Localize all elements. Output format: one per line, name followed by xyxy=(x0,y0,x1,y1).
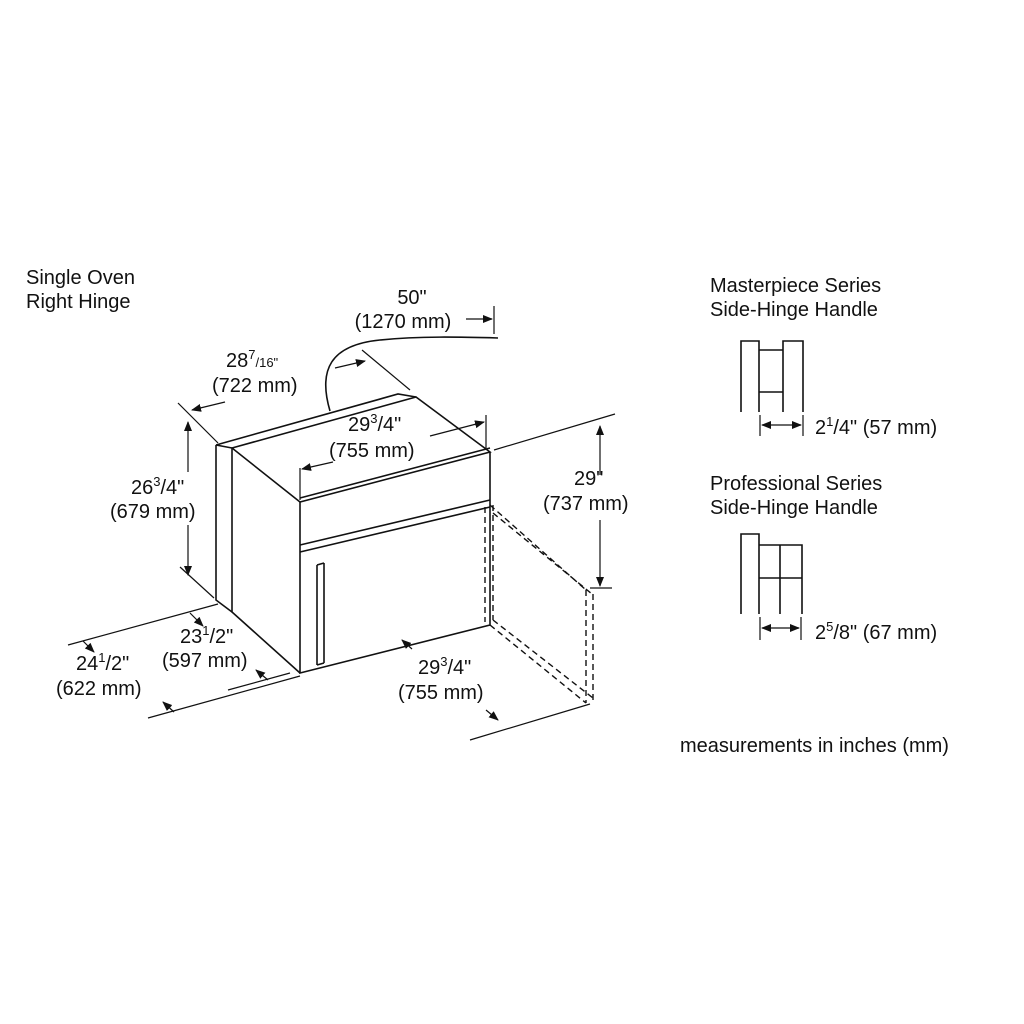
width-top-mm: (755 mm) xyxy=(329,440,415,462)
cord-length-in: 50" xyxy=(397,287,426,309)
depth-outer-in: 241/2" xyxy=(76,650,129,675)
height-right-in: 29" xyxy=(574,468,603,490)
diagram-title-line1: Single Oven xyxy=(26,267,135,289)
masterpiece-title-line2: Side-Hinge Handle xyxy=(710,299,878,321)
width-bottom-in: 293/4" xyxy=(418,654,471,679)
width-top-in: 293/4" xyxy=(348,411,401,436)
height-right-mm: (737 mm) xyxy=(543,493,629,515)
depth-outer-mm: (622 mm) xyxy=(56,678,142,700)
masterpiece-title-line1: Masterpiece Series xyxy=(710,275,881,297)
cord-length-mm: (1270 mm) xyxy=(355,311,452,333)
depth-top-mm: (722 mm) xyxy=(212,375,298,397)
professional-title-line1: Professional Series xyxy=(710,473,882,495)
oven-drawing xyxy=(215,336,594,704)
professional-handle-drawing xyxy=(740,533,803,640)
professional-handle-dimension: 25/8" (67 mm) xyxy=(815,619,937,644)
masterpiece-handle-drawing xyxy=(740,340,804,436)
depth-top-in: 287/16" xyxy=(226,347,279,372)
measurement-units-note: measurements in inches (mm) xyxy=(680,735,949,757)
masterpiece-handle-dimension: 21/4" (57 mm) xyxy=(815,414,937,439)
professional-title-line2: Side-Hinge Handle xyxy=(710,497,878,519)
diagram-title-line2: Right Hinge xyxy=(26,291,131,313)
height-left-in: 263/4" xyxy=(131,474,184,499)
height-left-mm: (679 mm) xyxy=(110,501,196,523)
width-bottom-mm: (755 mm) xyxy=(398,682,484,704)
depth-inner-mm: (597 mm) xyxy=(162,650,248,672)
dimension-lines xyxy=(67,306,616,741)
depth-inner-in: 231/2" xyxy=(180,623,233,648)
